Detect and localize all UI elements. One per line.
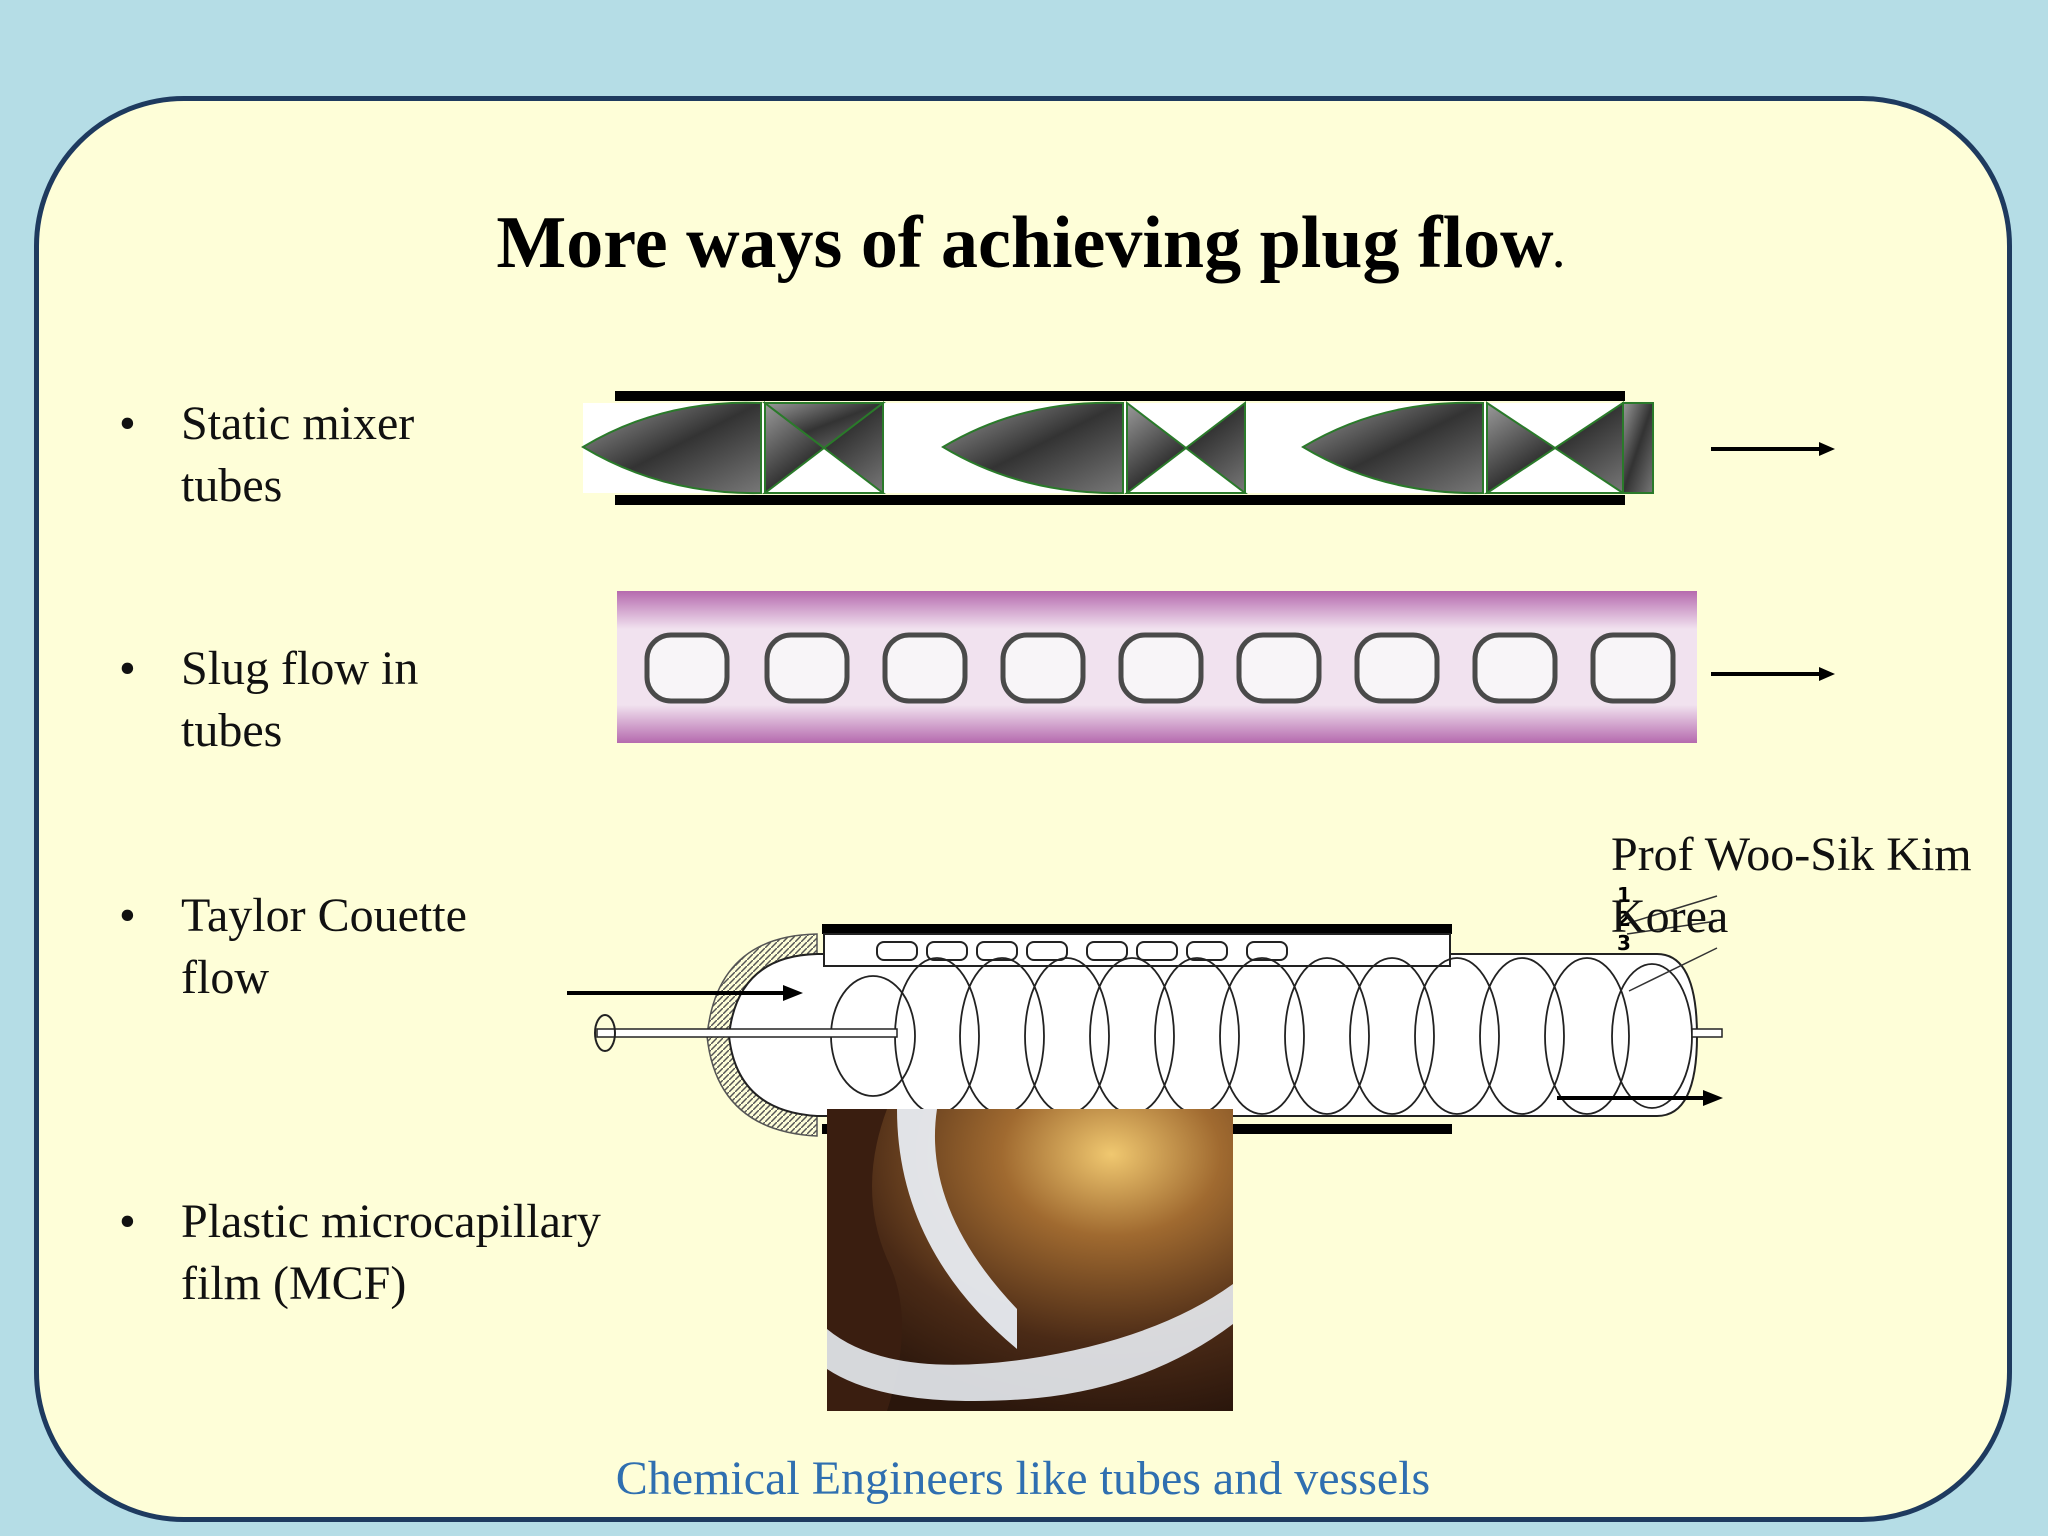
bullet-static-mixer: • Static mixer tubes bbox=[119, 393, 415, 517]
taylor-couette-diagram bbox=[567, 895, 1723, 1137]
bullet-line: tubes bbox=[181, 459, 283, 512]
bullet-dot: • bbox=[119, 642, 136, 695]
credit-name: Prof Woo-Sik Kim bbox=[1611, 828, 1972, 881]
bullet-line: flow bbox=[181, 951, 269, 1004]
bullet-line: Slug flow in bbox=[181, 642, 419, 695]
callout-label: 1 bbox=[1617, 883, 1631, 907]
bullet-slug-flow: • Slug flow in tubes bbox=[119, 638, 419, 762]
callout-numbers: 1 2 3 bbox=[1617, 883, 1631, 955]
bullet-dot: • bbox=[119, 1195, 136, 1248]
arrow-static-mixer bbox=[1711, 442, 1835, 456]
slide-title-text: More ways of achieving plug flow bbox=[496, 202, 1554, 284]
bullet-line: Static mixer bbox=[181, 397, 415, 450]
bullet-line: Taylor Couette bbox=[181, 889, 467, 942]
bullet-mcf: • Plastic microcapillary film (MCF) bbox=[119, 1191, 601, 1315]
credit-country: Korea bbox=[1611, 890, 1729, 943]
callout-label: 2 bbox=[1617, 907, 1631, 931]
bullet-line: film (MCF) bbox=[181, 1257, 407, 1310]
bullet-line: tubes bbox=[181, 704, 283, 757]
slide-panel: More ways of achieving plug flow. • Stat… bbox=[34, 96, 2012, 1522]
callout-label: 3 bbox=[1617, 931, 1631, 955]
bullet-line: Plastic microcapillary bbox=[181, 1195, 601, 1248]
slide-title-period: . bbox=[1553, 231, 1564, 276]
credit-text: Prof Woo-Sik Kim Korea bbox=[1611, 824, 1972, 948]
footer-caption: Chemical Engineers like tubes and vessel… bbox=[615, 1452, 1431, 1505]
slide-title: More ways of achieving plug flow. bbox=[39, 201, 2007, 286]
static-mixer-image bbox=[581, 391, 1654, 505]
slug-flow-image bbox=[617, 591, 1697, 743]
arrow-slug-flow bbox=[1711, 667, 1835, 681]
bullet-taylor-couette: • Taylor Couette flow bbox=[119, 885, 467, 1009]
bullet-dot: • bbox=[119, 889, 136, 942]
mcf-photo bbox=[827, 1109, 1233, 1411]
bullet-dot: • bbox=[119, 397, 136, 450]
